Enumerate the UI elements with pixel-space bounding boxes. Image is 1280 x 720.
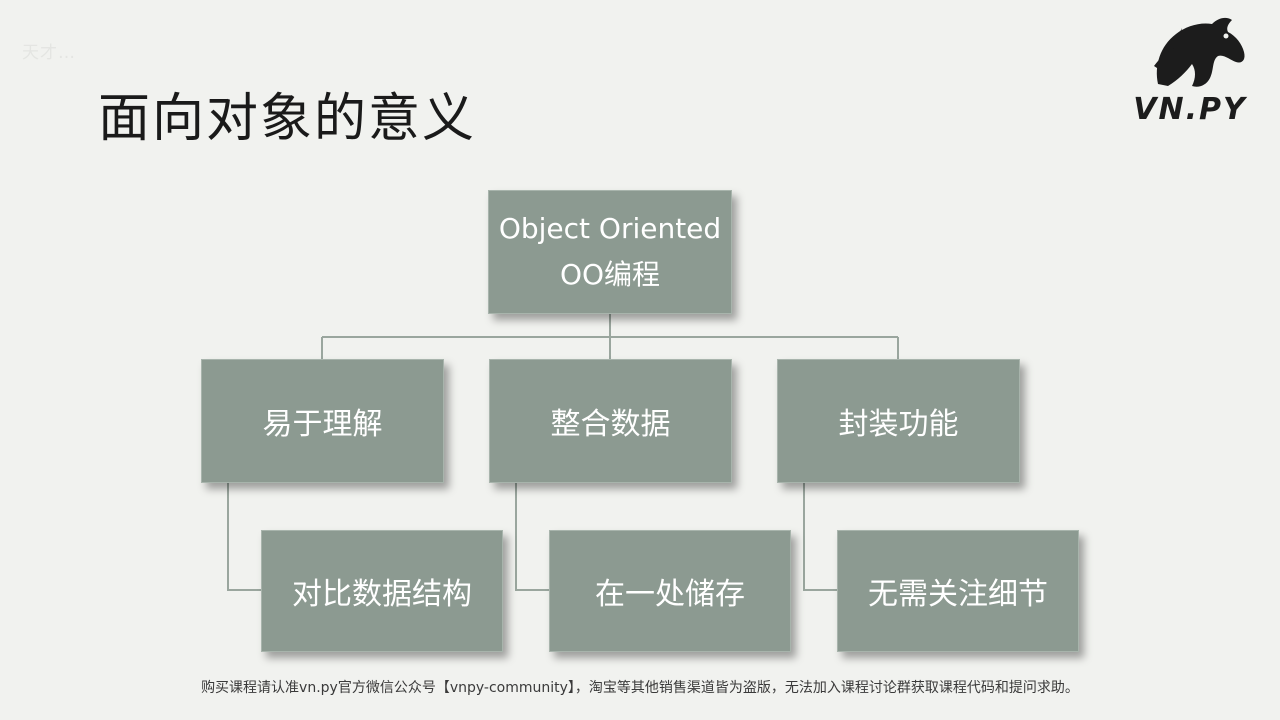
connector-branch-3-child xyxy=(803,483,838,591)
branch-node-1: 易于理解 xyxy=(201,359,444,483)
slide-title: 面向对象的意义 xyxy=(98,89,477,149)
connector-branch-2-child xyxy=(515,483,550,591)
child-node-label: 对比数据结构 xyxy=(292,577,472,612)
root-node-line2: OO编程 xyxy=(559,258,661,291)
branch-node-3: 封装功能 xyxy=(777,359,1020,483)
child-node-1: 对比数据结构 xyxy=(261,530,503,652)
watermark-text: 天才… xyxy=(22,43,76,63)
branch-node-label: 封装功能 xyxy=(838,407,959,442)
connector-branch-1-child xyxy=(227,483,262,591)
footer-notice: 购买课程请认准vn.py官方微信公众号【vnpy-community】，淘宝等其… xyxy=(201,680,1079,696)
child-node-2: 在一处储存 xyxy=(549,530,791,652)
branch-node-label: 整合数据 xyxy=(550,407,671,442)
logo-text: VN.PY xyxy=(1133,92,1247,127)
horse-logo-icon xyxy=(1154,17,1245,87)
branch-node-2: 整合数据 xyxy=(489,359,732,483)
child-node-3: 无需关注细节 xyxy=(837,530,1079,652)
child-node-label: 无需关注细节 xyxy=(868,577,1048,612)
branch-node-label: 易于理解 xyxy=(262,407,383,442)
child-node-label: 在一处储存 xyxy=(595,577,745,612)
root-node-line1: Object Oriented xyxy=(498,212,722,245)
root-node: Object Oriented OO编程 xyxy=(488,190,732,314)
